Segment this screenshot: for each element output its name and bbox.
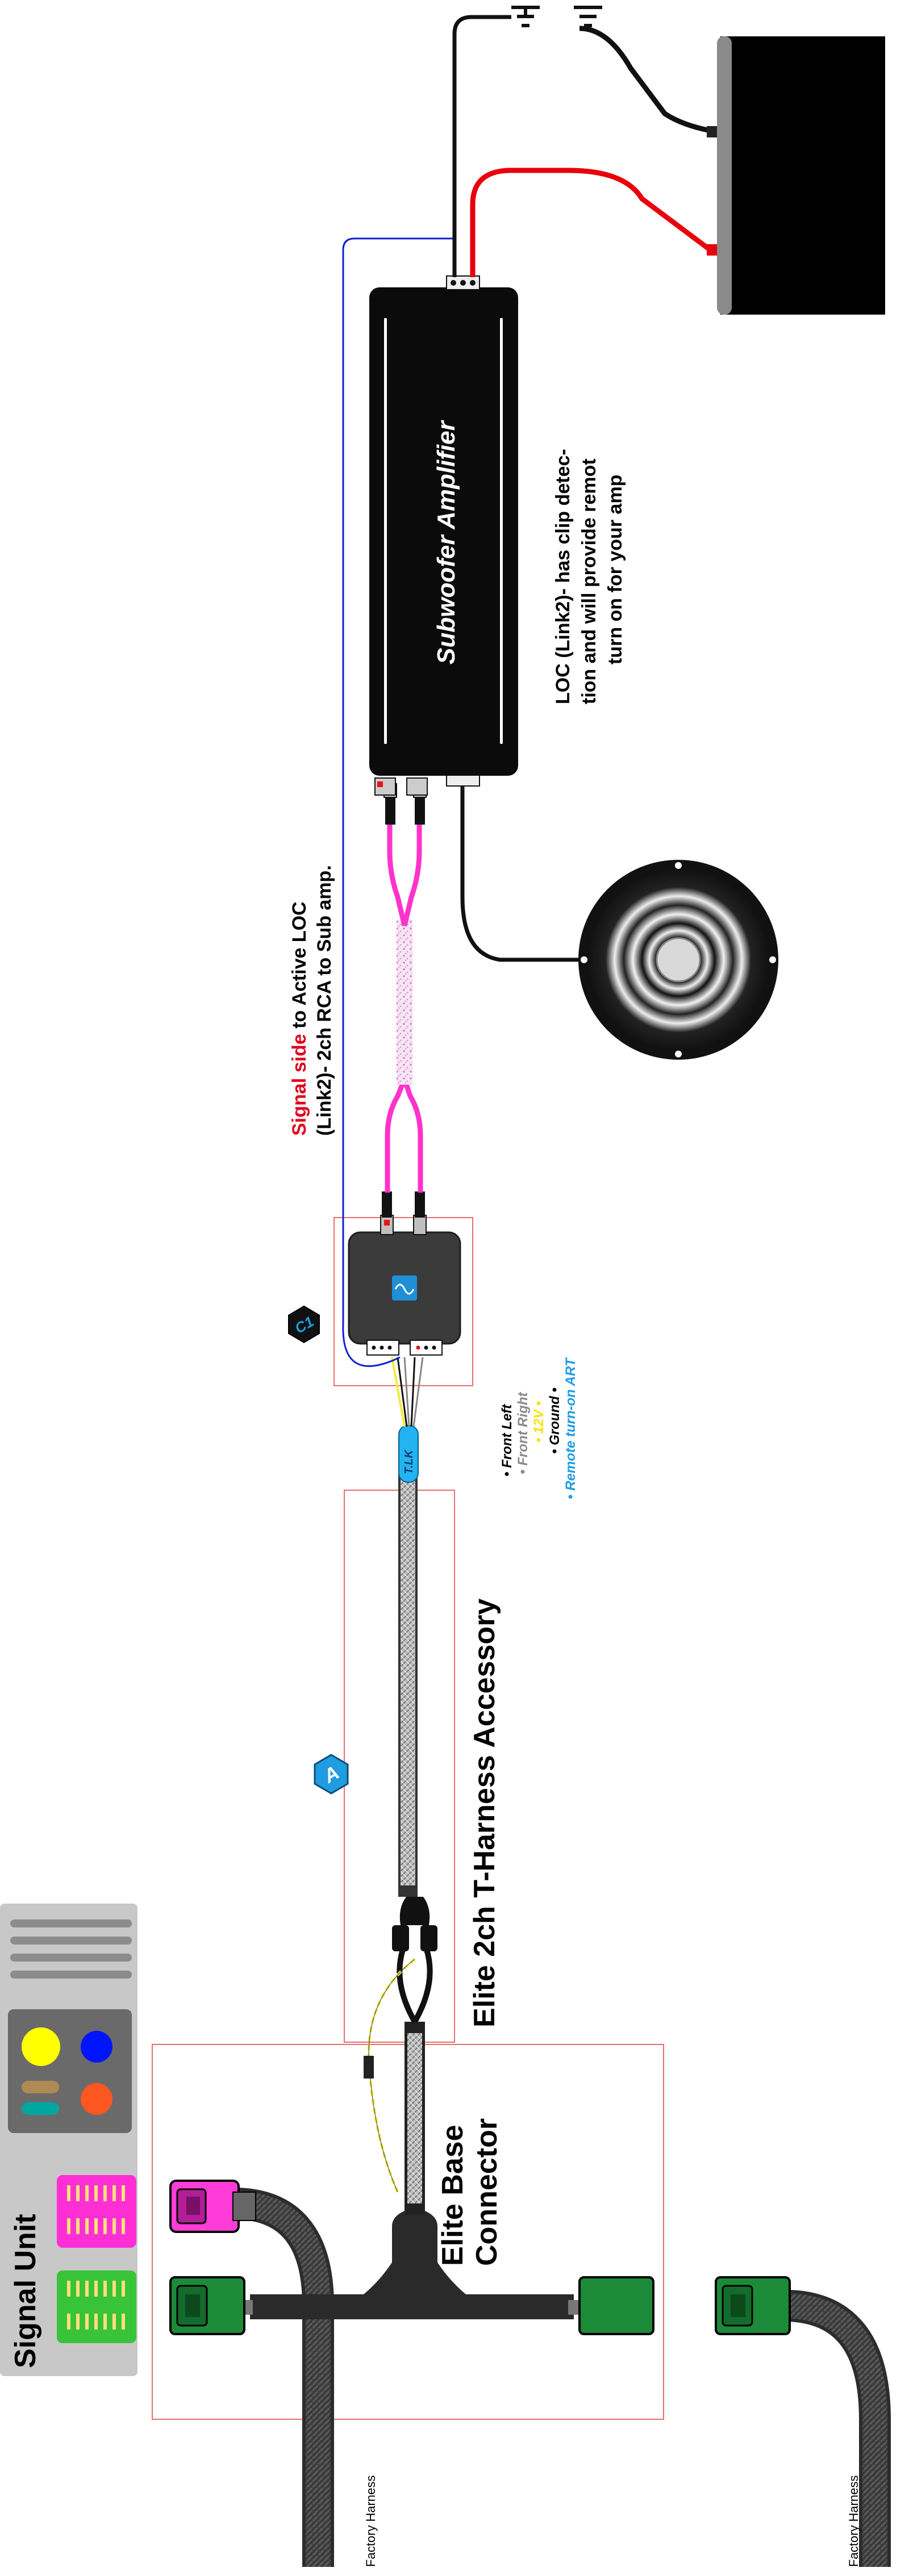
amp-note-1: LOC (Link2)- has clip detec- bbox=[552, 449, 574, 704]
subwoofer-speaker bbox=[578, 860, 778, 1060]
legend-front-left: • Front Left bbox=[499, 1404, 515, 1477]
factory-harness-label-left: Factory Harness bbox=[364, 2475, 378, 2567]
signal-side-label-2: (Link2)- 2ch RCA to Sub amp. bbox=[314, 865, 335, 1136]
signal-unit bbox=[0, 1904, 137, 2376]
subwoofer-amplifier bbox=[369, 275, 518, 796]
t-harness-label: Elite 2ch T-Harness Accessory bbox=[468, 1599, 501, 2027]
signal-side-label: Signal side to Active LOC bbox=[289, 902, 310, 1136]
amp-note-2: tion and will provide remot bbox=[578, 458, 600, 704]
legend-ground: • Ground • bbox=[547, 1387, 562, 1454]
ground-wire bbox=[452, 15, 511, 277]
amp-note-3: turn on for your amp bbox=[604, 475, 626, 664]
legend-remote: • Remote turn-on ART bbox=[563, 1357, 578, 1499]
legend-front-right: • Front Right bbox=[515, 1392, 531, 1474]
loc-zone bbox=[333, 1217, 473, 1386]
signal-unit-label: Signal Unit bbox=[9, 2214, 42, 2368]
ground-symbol-2 bbox=[574, 6, 602, 27]
tlk-connector: T.LK bbox=[398, 1425, 419, 1483]
wire-legend: • Front Left • Front Right • 12V • • Gro… bbox=[499, 1357, 578, 1499]
badge-a: A bbox=[314, 1754, 349, 1795]
green-connector-right bbox=[578, 2276, 654, 2335]
elite-base-label-1: Elite Base bbox=[436, 2125, 469, 2266]
svg-text:T.LK: T.LK bbox=[403, 1449, 415, 1474]
rca-cable bbox=[383, 783, 427, 1193]
badge-c1: C1 bbox=[288, 1305, 320, 1344]
elite-base-label-2: Connector bbox=[470, 2118, 503, 2266]
battery bbox=[717, 36, 885, 315]
loc-link2-unit bbox=[348, 1191, 461, 1356]
elite-base-connector bbox=[169, 2180, 791, 2335]
ground-symbol-1 bbox=[511, 6, 540, 27]
t-harness bbox=[364, 1471, 437, 2215]
factory-harness-label-right: Factory Harness bbox=[847, 2475, 861, 2567]
legend-12v: • 12V • bbox=[531, 1401, 547, 1442]
speaker-wire bbox=[460, 784, 597, 962]
remote-wire bbox=[342, 237, 454, 1368]
amp-brand-label: Subwoofer Amplifier bbox=[432, 420, 460, 664]
